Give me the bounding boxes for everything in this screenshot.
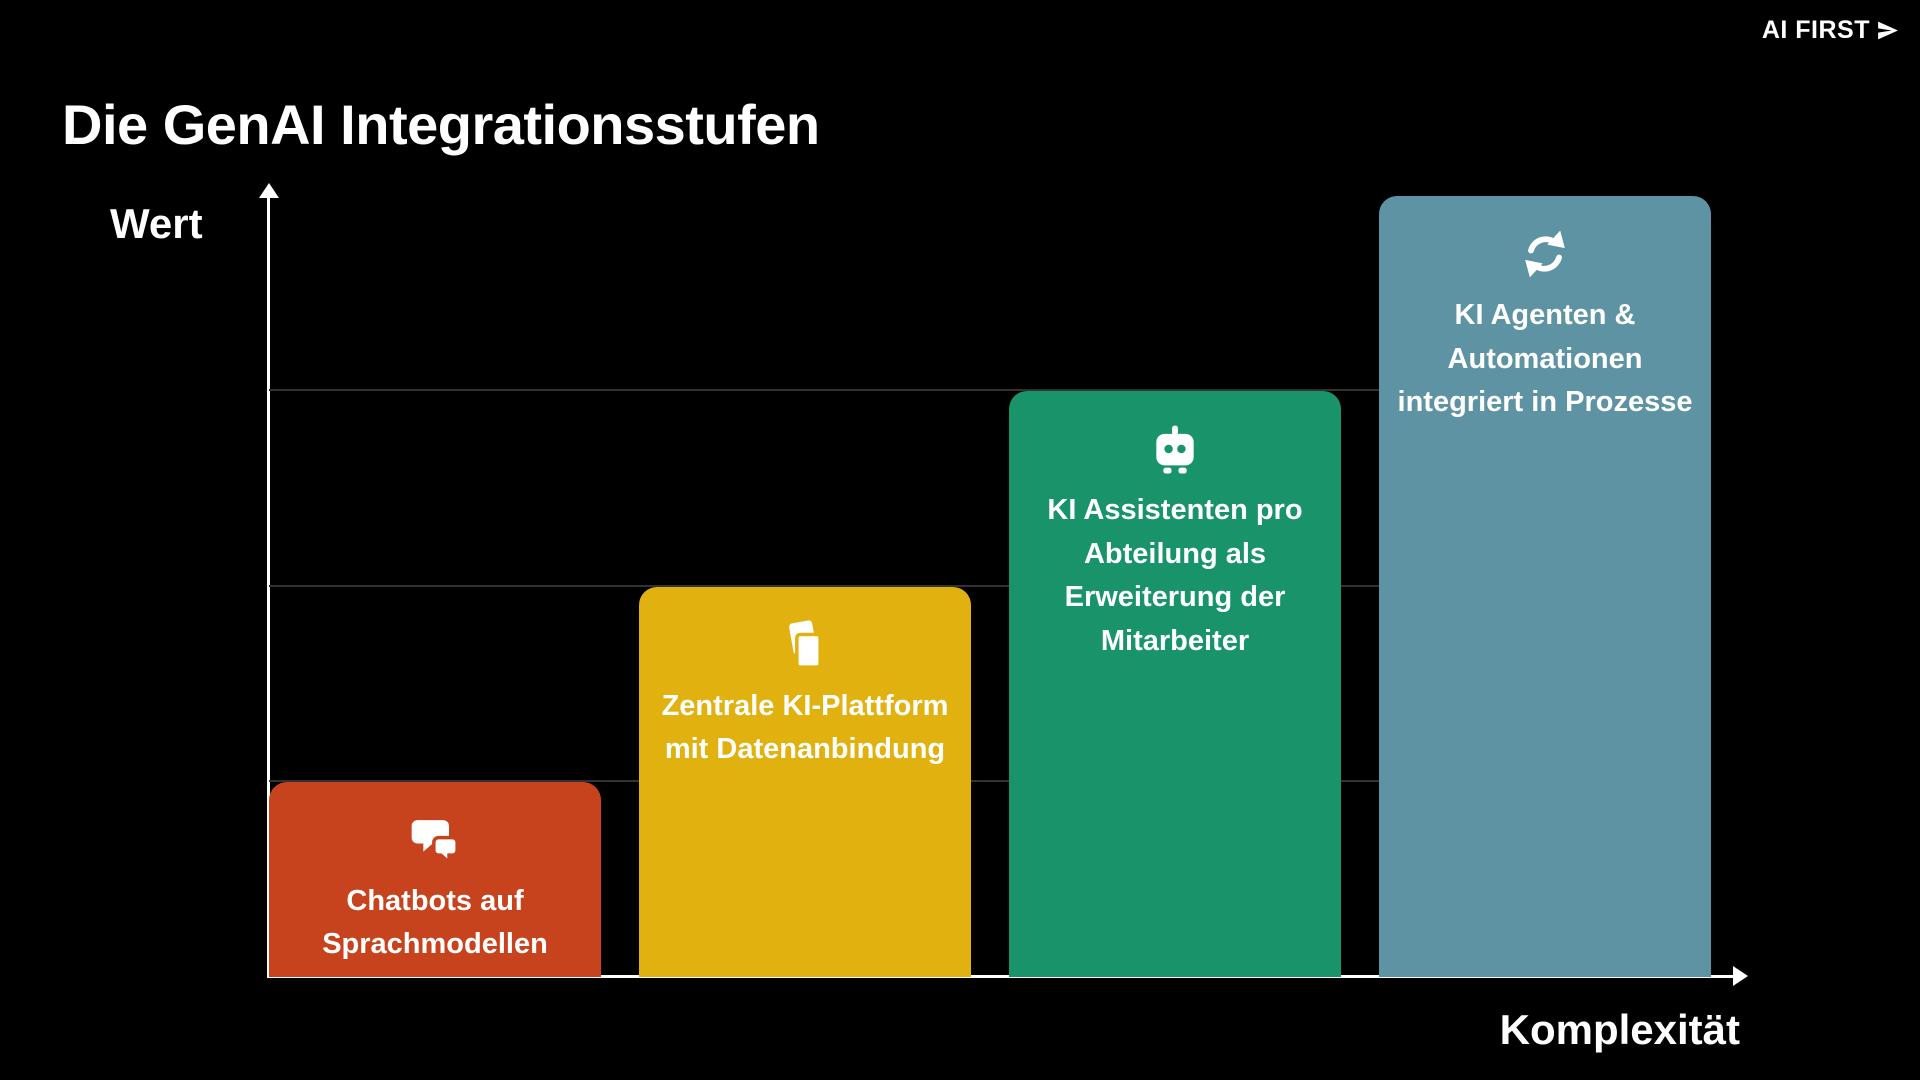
paper-plane-icon <box>1875 18 1900 43</box>
bar-ki-agenten: KI Agenten & Automationen integriert in … <box>1379 196 1711 977</box>
bar-label-ki-assistenten: KI Assistenten pro Abteilung als Erweite… <box>1047 494 1303 657</box>
y-axis-label: Wert <box>110 200 203 247</box>
x-axis-line <box>267 975 1737 978</box>
sync-arrows-icon <box>1517 226 1573 282</box>
gridline <box>269 584 1381 587</box>
bar-zentrale-ki-plattform: Zentrale KI-Plattform mit Datenanbindung <box>639 586 971 977</box>
gridline <box>269 389 1381 392</box>
brand-logo-text: AI FIRST <box>1761 16 1870 44</box>
bars-row: Chatbots auf Sprachmodellen Zentrale KI-… <box>269 196 1737 977</box>
y-axis-line <box>267 196 270 978</box>
x-axis-arrow-icon <box>1733 966 1748 986</box>
bar-chatbots: Chatbots auf Sprachmodellen <box>269 781 601 977</box>
y-axis-arrow-icon <box>259 183 279 198</box>
x-axis-label: Komplexität <box>1499 1006 1740 1053</box>
robot-icon <box>1147 421 1203 477</box>
bar-label-chatbots: Chatbots auf Sprachmodellen <box>322 884 548 961</box>
page-title: Die GenAI Integrationsstufen <box>62 92 820 156</box>
bar-ki-assistenten: KI Assistenten pro Abteilung als Erweite… <box>1009 391 1341 977</box>
brand-logo: AI FIRST <box>1762 16 1900 45</box>
chat-bubbles-icon <box>407 812 463 868</box>
documents-icon <box>777 617 833 673</box>
plot-area: Chatbots auf Sprachmodellen Zentrale KI-… <box>269 196 1737 977</box>
bar-label-ki-agenten: KI Agenten & Automationen integriert in … <box>1397 299 1693 418</box>
bar-label-zentrale-ki-plattform: Zentrale KI-Plattform mit Datenanbindung <box>661 689 949 766</box>
